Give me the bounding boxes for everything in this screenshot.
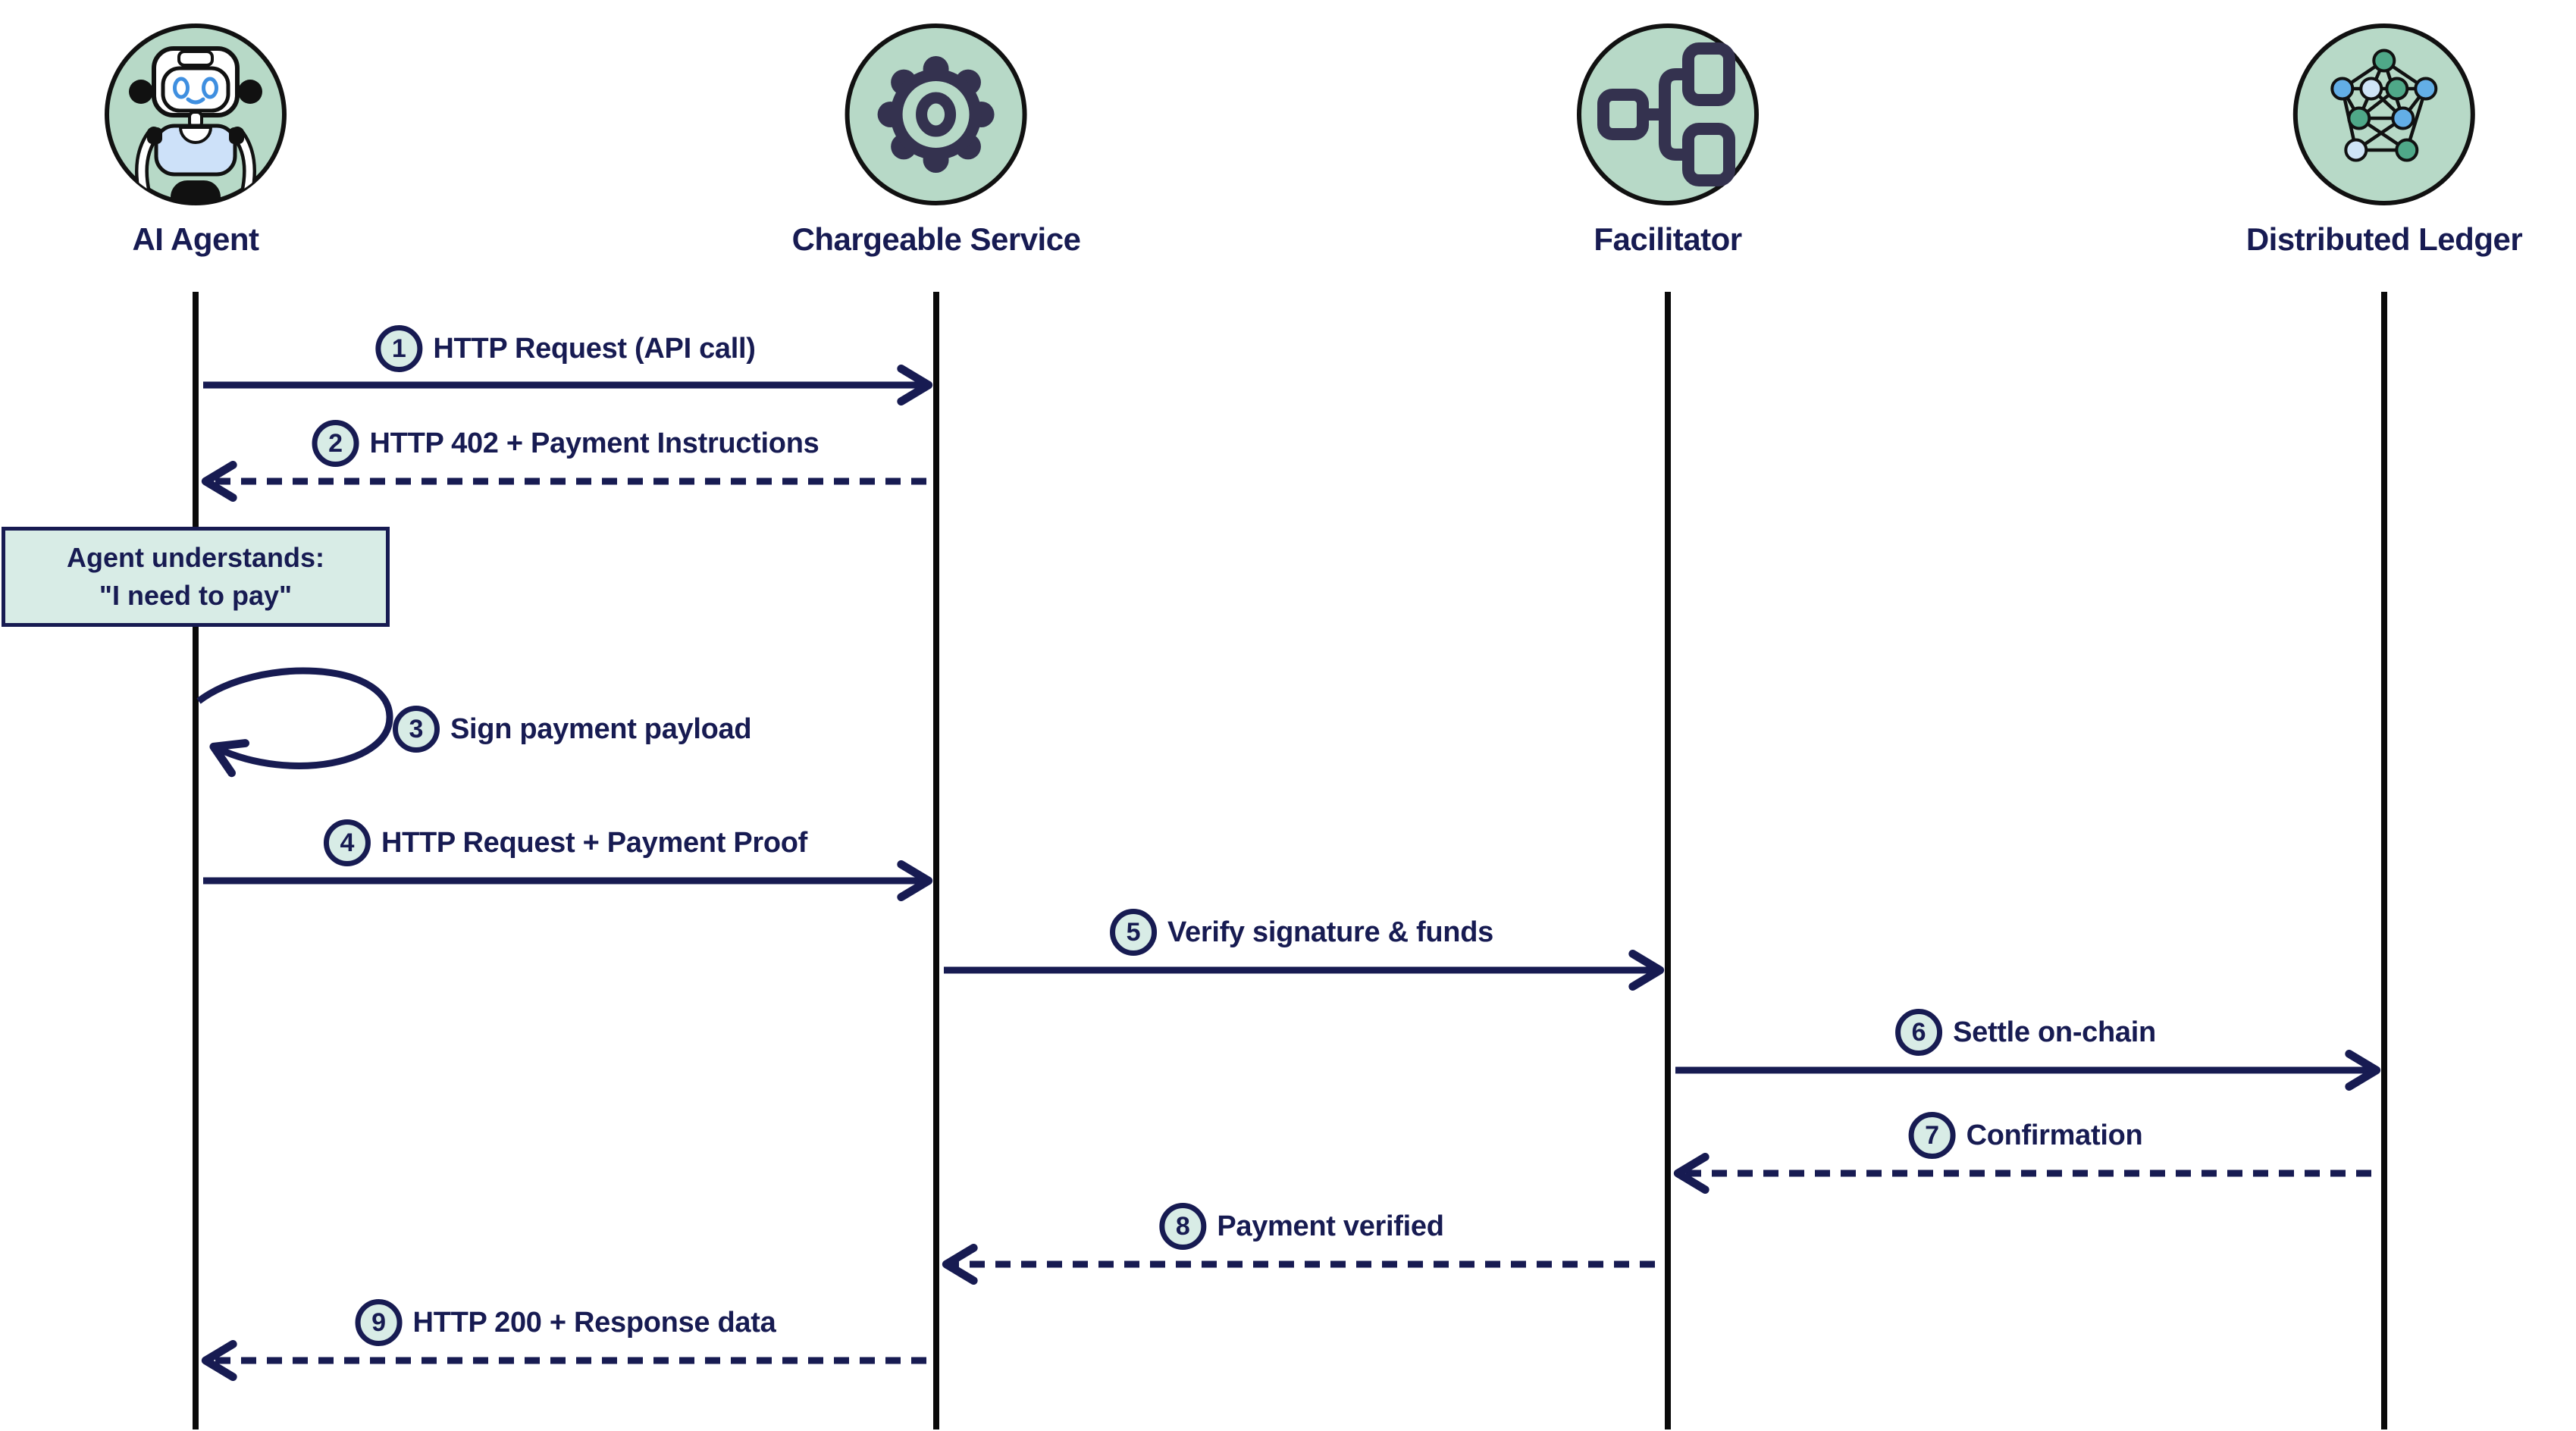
message-6-label: 6 Settle on-chain bbox=[1895, 1009, 2156, 1056]
message-4-label: 4 HTTP Request + Payment Proof bbox=[323, 819, 808, 866]
message-5-label: 5 Verify signature & funds bbox=[1110, 909, 1493, 956]
step-badge: 8 bbox=[1159, 1203, 1207, 1250]
note-line-2: "I need to pay" bbox=[99, 580, 293, 611]
gear-icon bbox=[845, 23, 1027, 205]
message-8-label: 8 Payment verified bbox=[1159, 1203, 1444, 1250]
actor-label: Facilitator bbox=[1594, 221, 1742, 257]
step-badge: 7 bbox=[1908, 1112, 1956, 1159]
message-9-label: 9 HTTP 200 + Response data bbox=[355, 1299, 776, 1346]
actor-label: Chargeable Service bbox=[791, 221, 1081, 257]
message-text: HTTP 402 + Payment Instructions bbox=[369, 427, 819, 459]
message-2-label: 2 HTTP 402 + Payment Instructions bbox=[312, 420, 819, 467]
actor-chargeable-service: Chargeable Service bbox=[792, 20, 1081, 258]
message-text: HTTP Request + Payment Proof bbox=[381, 826, 808, 859]
flowchart-icon bbox=[1577, 23, 1759, 205]
message-text: Payment verified bbox=[1217, 1210, 1444, 1242]
step-badge: 9 bbox=[355, 1299, 403, 1346]
network-graph-icon bbox=[2293, 23, 2475, 205]
actor-distributed-ledger: Distributed Ledger bbox=[2245, 20, 2523, 258]
actor-label: AI Agent bbox=[132, 221, 259, 257]
message-7-label: 7 Confirmation bbox=[1908, 1112, 2143, 1159]
note-agent-understands: Agent understands: "I need to pay" bbox=[2, 527, 390, 627]
step-badge: 1 bbox=[375, 325, 423, 372]
actor-facilitator: Facilitator bbox=[1573, 20, 1763, 258]
message-text: Sign payment payload bbox=[450, 712, 752, 745]
actor-ai-agent: AI Agent bbox=[101, 20, 290, 258]
robot-icon bbox=[105, 23, 287, 205]
step-badge: 4 bbox=[323, 819, 371, 866]
step-badge: 3 bbox=[393, 706, 440, 753]
message-3-label: 3 Sign payment payload bbox=[393, 706, 752, 753]
note-line-1: Agent understands: bbox=[66, 541, 324, 573]
message-1-label: 1 HTTP Request (API call) bbox=[375, 325, 756, 372]
message-text: Verify signature & funds bbox=[1167, 916, 1493, 948]
step-badge: 2 bbox=[312, 420, 359, 467]
message-text: Settle on-chain bbox=[1953, 1016, 2156, 1048]
message-text: Confirmation bbox=[1966, 1119, 2143, 1151]
message-3-self-loop bbox=[196, 667, 393, 778]
step-badge: 5 bbox=[1110, 909, 1158, 956]
step-badge: 6 bbox=[1895, 1009, 1943, 1056]
message-text: HTTP Request (API call) bbox=[433, 332, 756, 365]
actor-label: Distributed Ledger bbox=[2245, 221, 2523, 257]
message-text: HTTP 200 + Response data bbox=[412, 1306, 776, 1339]
